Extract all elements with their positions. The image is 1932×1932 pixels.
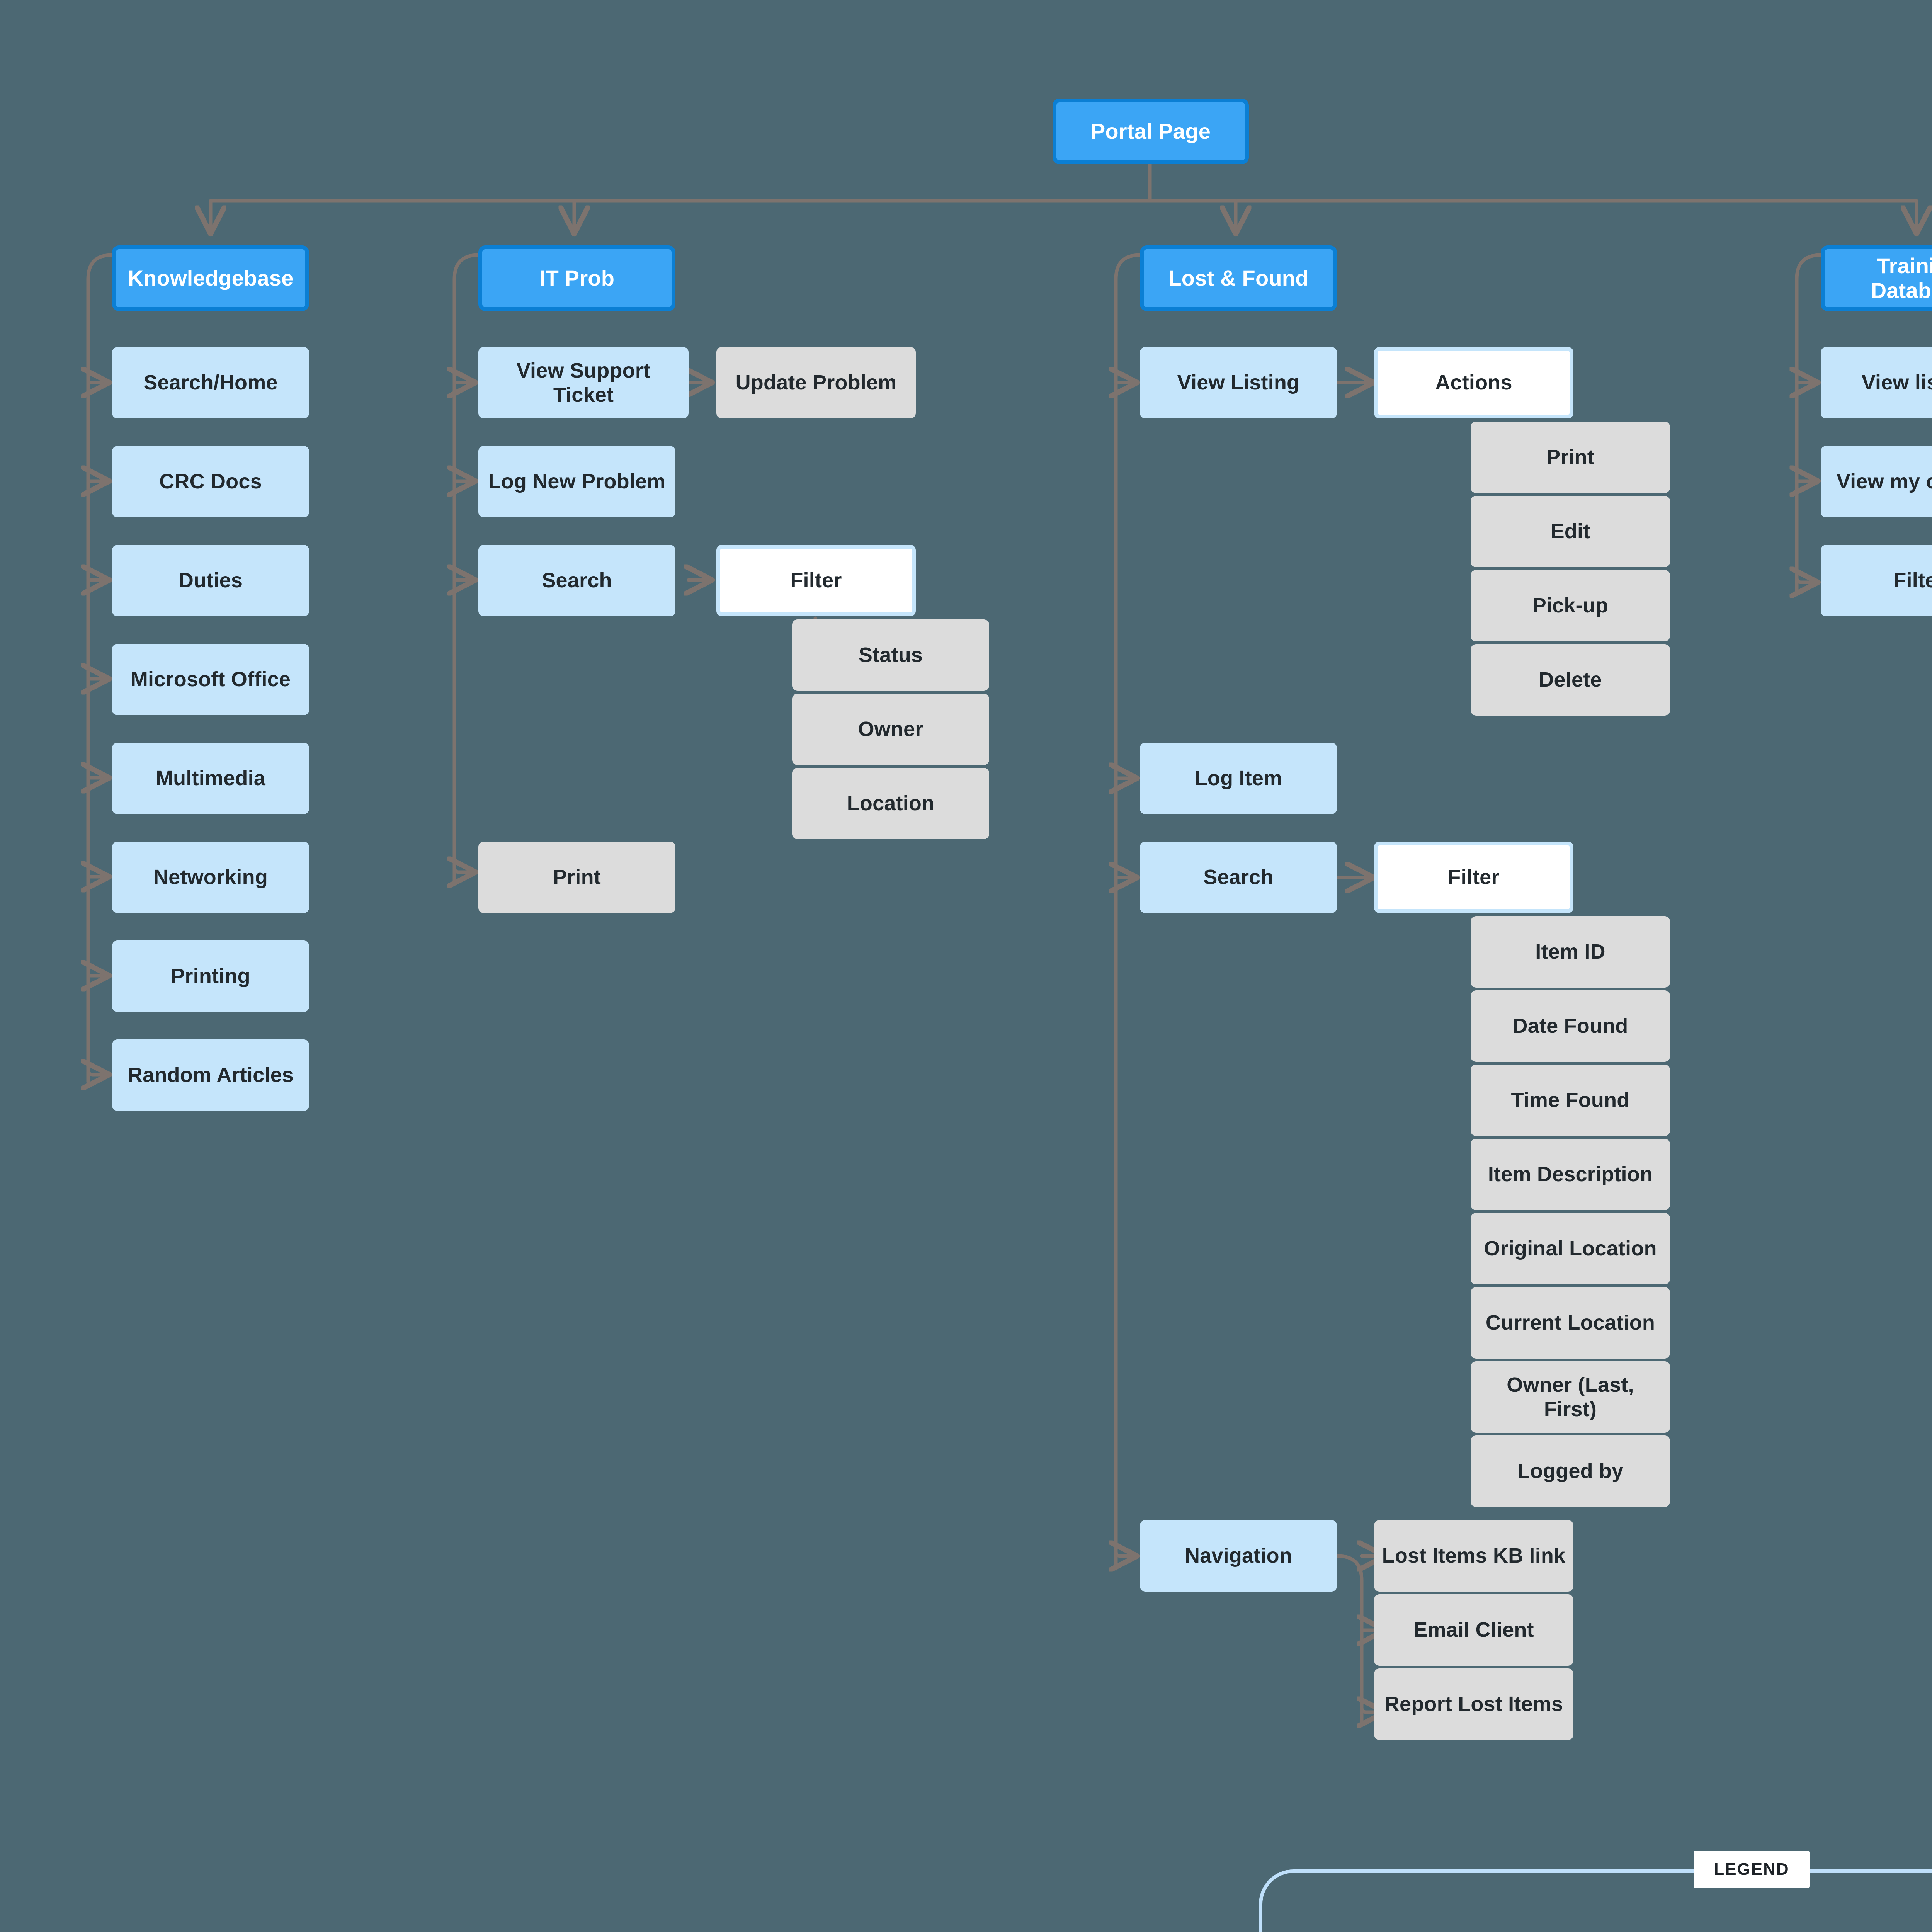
node-filter-status[interactable]: Status (792, 619, 989, 691)
node-filter-item-description[interactable]: Item Description (1471, 1139, 1670, 1210)
node-it-filter[interactable]: Filter (716, 545, 916, 616)
node-filter-owner[interactable]: Owner (792, 694, 989, 765)
node-printing[interactable]: Printing (112, 940, 309, 1012)
node-filter-date-found[interactable]: Date Found (1471, 990, 1670, 1062)
node-navigation[interactable]: Navigation (1140, 1520, 1337, 1592)
node-lf-filter[interactable]: Filter (1374, 842, 1573, 913)
node-email-client[interactable]: Email Client (1374, 1594, 1573, 1666)
node-random-articles[interactable]: Random Articles (112, 1039, 309, 1111)
legend-title: LEGEND (1694, 1851, 1810, 1888)
node-actions[interactable]: Actions (1374, 347, 1573, 418)
node-portal-page[interactable]: Portal Page (1053, 99, 1249, 164)
node-microsoft-office[interactable]: Microsoft Office (112, 644, 309, 715)
node-lost-and-found[interactable]: Lost & Found (1140, 245, 1337, 311)
node-log-item[interactable]: Log Item (1140, 743, 1337, 814)
node-filter-location[interactable]: Location (792, 768, 989, 839)
node-duties[interactable]: Duties (112, 545, 309, 616)
node-log-new-problem[interactable]: Log New Problem (478, 446, 675, 517)
node-filter-original-location[interactable]: Original Location (1471, 1213, 1670, 1284)
node-view-my-classes[interactable]: View my classes (1821, 446, 1932, 517)
node-action-print[interactable]: Print (1471, 422, 1670, 493)
node-lost-items-kb-link[interactable]: Lost Items KB link (1374, 1520, 1573, 1592)
node-td-view-listing[interactable]: View listing (1821, 347, 1932, 418)
node-td-filter[interactable]: Filter (1821, 545, 1932, 616)
node-action-pick-up[interactable]: Pick-up (1471, 570, 1670, 641)
node-multimedia[interactable]: Multimedia (112, 743, 309, 814)
node-view-listing[interactable]: View Listing (1140, 347, 1337, 418)
node-filter-current-location[interactable]: Current Location (1471, 1287, 1670, 1359)
node-action-edit[interactable]: Edit (1471, 496, 1670, 567)
node-networking[interactable]: Networking (112, 842, 309, 913)
node-lf-search[interactable]: Search (1140, 842, 1337, 913)
node-filter-item-id[interactable]: Item ID (1471, 916, 1670, 988)
legend-container (1259, 1869, 1932, 1932)
node-action-delete[interactable]: Delete (1471, 644, 1670, 716)
node-search-home[interactable]: Search/Home (112, 347, 309, 418)
node-crc-docs[interactable]: CRC Docs (112, 446, 309, 517)
node-it-prob[interactable]: IT Prob (478, 245, 675, 311)
node-filter-time-found[interactable]: Time Found (1471, 1065, 1670, 1136)
node-training-database[interactable]: Training Database (1821, 245, 1932, 311)
node-filter-logged-by[interactable]: Logged by (1471, 1435, 1670, 1507)
node-knowledgebase[interactable]: Knowledgebase (112, 245, 309, 311)
node-it-search[interactable]: Search (478, 545, 675, 616)
node-filter-owner-last-first[interactable]: Owner (Last, First) (1471, 1361, 1670, 1433)
node-view-support-ticket[interactable]: View Support Ticket (478, 347, 689, 418)
node-report-lost-items[interactable]: Report Lost Items (1374, 1668, 1573, 1740)
node-it-print[interactable]: Print (478, 842, 675, 913)
node-update-problem[interactable]: Update Problem (716, 347, 916, 418)
